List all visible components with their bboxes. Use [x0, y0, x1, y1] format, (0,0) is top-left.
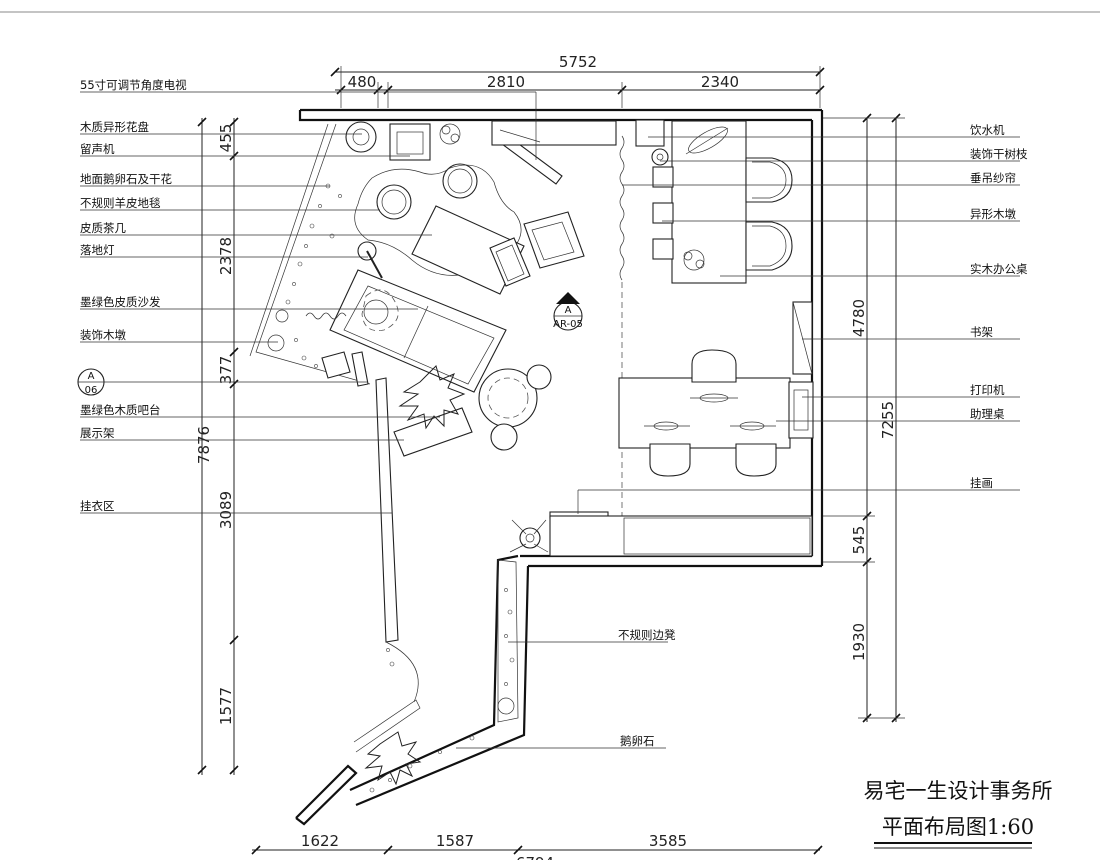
label-pebble: 鹅卵石	[620, 734, 655, 748]
title-drawing: 平面布局图1:60	[882, 815, 1034, 839]
pebble-scatter	[285, 183, 515, 793]
label-irregular-bench: 不规则边凳	[618, 628, 676, 642]
label-coffee-table: 皮质茶几	[80, 221, 126, 235]
irregular-bench	[497, 559, 519, 723]
water-dispenser	[635, 119, 665, 147]
armchair	[523, 211, 585, 269]
left-dimension-chain: 7876 455 2378 377 3089 1577	[195, 117, 239, 775]
wavy-border	[305, 312, 347, 320]
dim-bottom-segment-2: 1587	[436, 832, 474, 850]
leather-coffee-table	[411, 205, 525, 295]
plant-lower	[509, 519, 549, 553]
dim-left-outer: 7876	[195, 426, 213, 464]
label-painting: 挂画	[970, 476, 993, 490]
section-callout-left: A 06	[77, 368, 368, 396]
label-odd-stool: 异形木墩	[970, 207, 1016, 221]
label-gramophone: 留声机	[80, 142, 115, 156]
dim-left-segment-1: 455	[217, 124, 235, 153]
label-office-desk: 实木办公桌	[970, 262, 1028, 276]
side-table-small	[489, 237, 531, 287]
title-company: 易宅一生设计事务所	[864, 779, 1053, 803]
dim-top-segment-3: 2340	[701, 73, 739, 91]
dim-left-segment-3: 377	[217, 356, 235, 385]
dim-left-segment-4: 3089	[217, 491, 235, 529]
callout-center-letter: A	[565, 305, 572, 316]
odd-wood-stools	[652, 166, 674, 260]
assistant-chairs	[649, 349, 777, 477]
decor-wood-stools	[267, 309, 289, 352]
label-pebbles-dried-flowers: 地面鹅卵石及干花	[80, 172, 172, 186]
gramophone	[389, 123, 431, 161]
door-swing-arc	[385, 641, 419, 703]
display-shelf	[393, 407, 473, 457]
title-block: 易宅一生设计事务所 平面布局图1:60	[864, 779, 1053, 849]
label-assistant-desk: 助理桌	[970, 407, 1005, 421]
bottom-dimension-chain: 1622 1587 3585 6794	[251, 832, 823, 860]
shelf-unit-top	[491, 120, 617, 146]
dim-bottom-segment-1: 1622	[301, 832, 339, 850]
printer	[788, 381, 814, 439]
left-labels: 55寸可调节角度电视 木质异形花盘 留声机 地面鹅卵石及干花 不规则羊皮地毯 皮…	[80, 78, 537, 514]
inner-labels: 不规则边凳 鹅卵石	[456, 628, 676, 749]
dim-left-segment-2: 2378	[217, 237, 235, 275]
bookshelf	[792, 301, 813, 375]
dim-top-total: 5752	[559, 53, 597, 71]
partition-board	[375, 377, 399, 643]
desk-plant	[683, 249, 705, 271]
dim-bottom-segment-3: 3585	[649, 832, 687, 850]
assistant-desk	[618, 377, 791, 449]
label-curtain: 垂吊纱帘	[970, 171, 1016, 185]
right-dimension-chain: 4780 545 1930 7255	[822, 113, 905, 723]
callout-left-letter: A	[88, 371, 95, 382]
dried-branches	[651, 148, 669, 166]
plant-top	[439, 123, 461, 145]
label-water-dispenser: 饮水机	[970, 123, 1005, 137]
wood-office-desk	[671, 120, 747, 284]
callout-center-sheet: AR-05	[553, 319, 583, 330]
plant-bottom	[364, 731, 422, 786]
right-labels: 饮水机 装饰干树枝 垂吊纱帘 异形木墩 实木办公桌 书架 打印机 助理桌 挂画	[577, 123, 1028, 514]
label-flower-planter: 木质异形花盘	[80, 120, 149, 134]
label-dried-branches: 装饰干树枝	[970, 147, 1028, 161]
label-tv: 55寸可调节角度电视	[80, 78, 187, 92]
label-floor-lamp: 落地灯	[80, 243, 115, 257]
wood-flower-planter	[345, 121, 377, 153]
label-sheepskin-rug: 不规则羊皮地毯	[80, 196, 161, 210]
top-dimension-chain: 5752 480 2810 2340	[330, 53, 825, 108]
hanging-curtain	[619, 135, 625, 281]
dim-right-segment-1: 4780	[850, 299, 868, 337]
cabinet-lower	[549, 515, 813, 557]
desk-chairs-right	[745, 157, 793, 271]
round-stools	[376, 163, 478, 220]
green-leather-sofa	[329, 269, 507, 393]
label-printer: 打印机	[970, 383, 1005, 397]
bar-counter	[321, 351, 369, 387]
callout-left-sheet: 06	[85, 385, 98, 396]
dim-top-segment-1: 480	[348, 73, 377, 91]
label-bookshelf: 书架	[970, 325, 993, 339]
round-tea-table	[478, 364, 552, 451]
dim-right-segment-2: 545	[850, 526, 868, 555]
dim-bottom-total: 6794	[516, 854, 554, 860]
label-wood-stool: 装饰木墩	[80, 328, 126, 342]
label-display-shelf: 展示架	[80, 426, 115, 440]
dim-right-segment-3: 1930	[850, 623, 868, 661]
dim-right-outer: 7255	[879, 401, 897, 439]
floor-lamp	[357, 241, 383, 279]
label-green-sofa: 墨绿色皮质沙发	[80, 295, 161, 309]
section-callout-center: A AR-05	[553, 292, 583, 331]
plant-mid	[398, 365, 466, 430]
label-coat-area: 挂衣区	[80, 499, 115, 513]
label-bar-counter: 墨绿色木质吧台	[80, 403, 161, 417]
dim-top-segment-2: 2810	[487, 73, 525, 91]
dim-left-segment-5: 1577	[217, 687, 235, 725]
